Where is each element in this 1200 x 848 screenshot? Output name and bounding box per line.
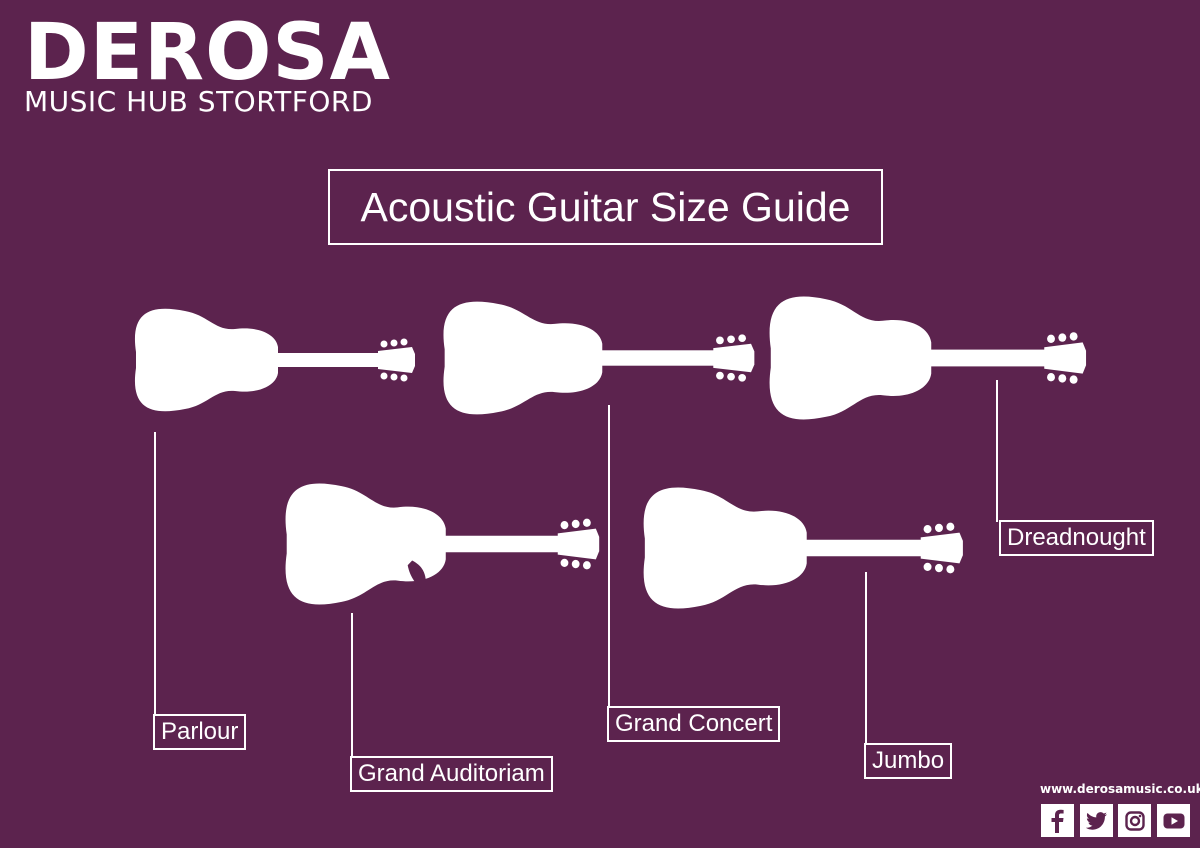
brand-subtitle: MUSIC HUB STORTFORD: [24, 85, 373, 118]
guitar-silhouette-dreadnought: [769, 296, 1087, 420]
instagram-icon[interactable]: [1118, 804, 1151, 837]
twitter-icon[interactable]: [1080, 804, 1113, 837]
label-jumbo: Jumbo: [864, 743, 953, 779]
brand-name: DEROSA: [24, 8, 391, 98]
facebook-icon[interactable]: [1041, 804, 1074, 837]
brand-logo: DEROSA MUSIC HUB STORTFORD: [24, 14, 391, 116]
youtube-icon[interactable]: [1157, 804, 1190, 837]
guitar-silhouette-grand-auditorium: [285, 483, 600, 605]
title-box: Acoustic Guitar Size Guide: [328, 169, 883, 245]
label-grand-auditorium: Grand Auditoriam: [350, 756, 553, 792]
website-url[interactable]: www.derosamusic.co.uk: [1040, 782, 1200, 796]
page-title: Acoustic Guitar Size Guide: [360, 183, 851, 230]
label-dreadnought: Dreadnought: [999, 520, 1154, 556]
label-parlour: Parlour: [153, 714, 247, 750]
guitar-silhouette-jumbo: [643, 487, 963, 609]
guitar-silhouette-grand-concert: [443, 301, 755, 415]
guitar-silhouette-parlour: [134, 308, 416, 412]
label-grand-concert: Grand Concert: [607, 706, 781, 742]
